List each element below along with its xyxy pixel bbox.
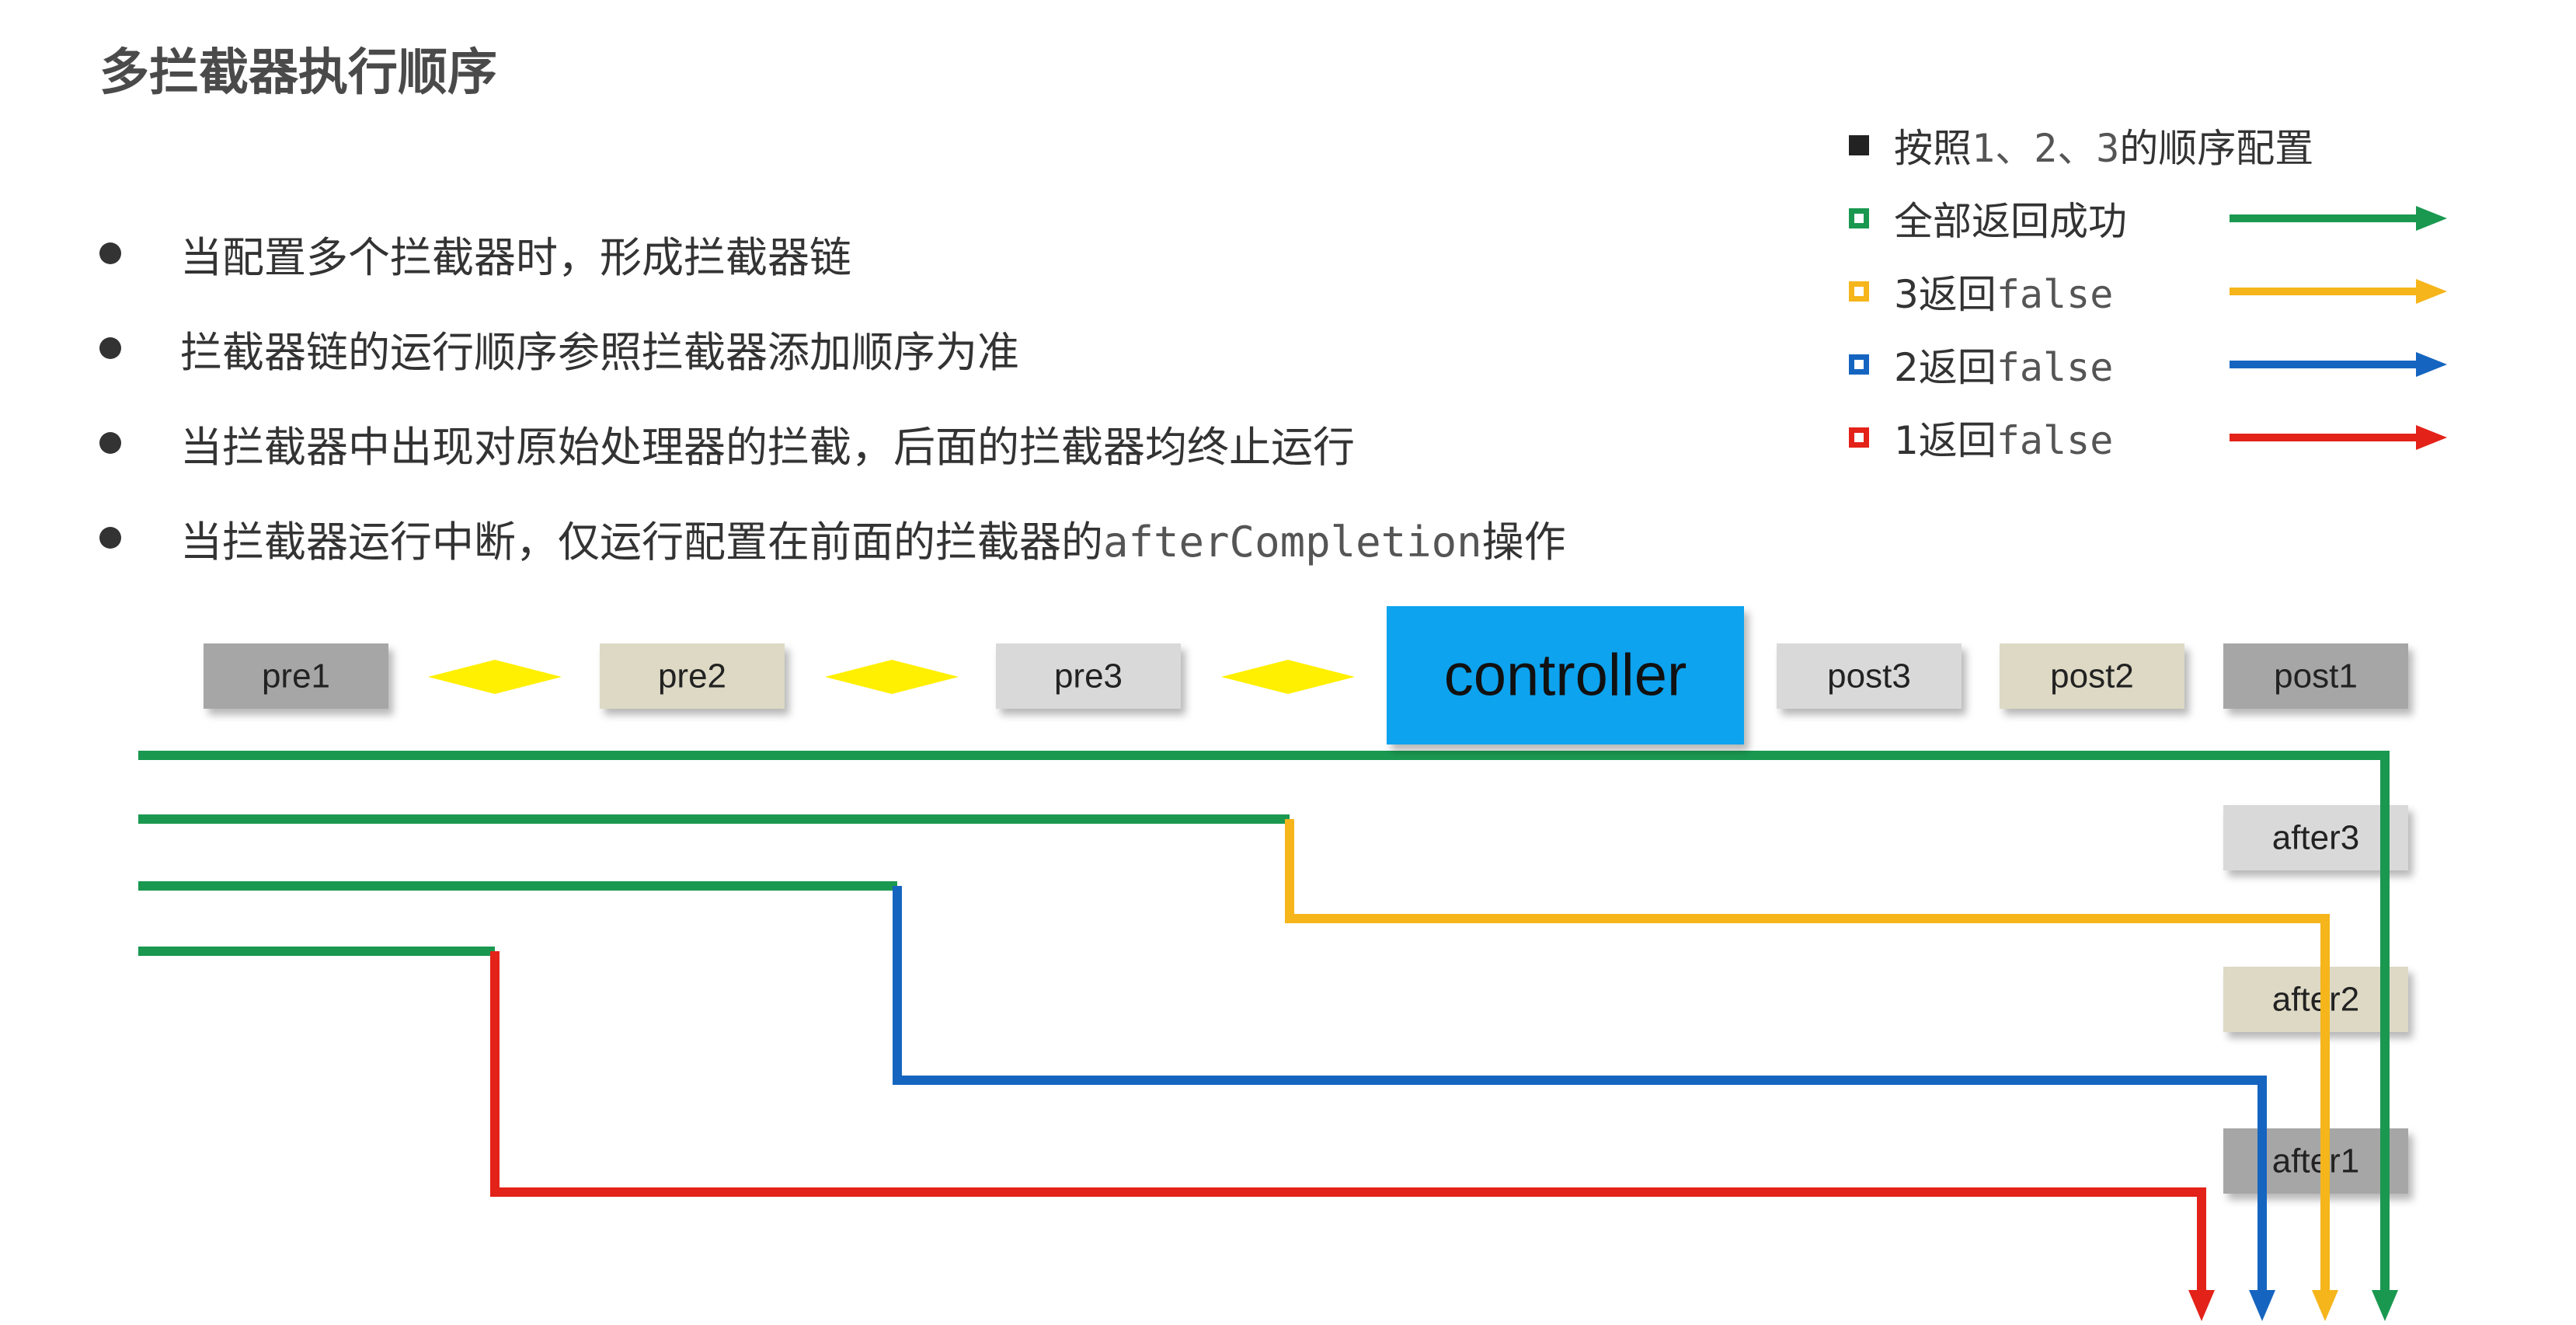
legend-item-text: 2返回 [1894,345,1996,390]
node-pre3: pre3 [996,643,1181,709]
legend-item-label: 2返回false [1894,336,2113,392]
legend-item-2-false: 2返回false [1849,328,2548,401]
bullet-dot-icon [99,527,121,549]
node-post2: post2 [2000,643,2184,709]
legend-order-suffix: 的顺序配置 [2119,126,2314,171]
node-after2: after2 [2223,967,2408,1032]
node-controller-box [1387,606,1744,744]
node-pre1-label: pre1 [262,657,330,696]
legend-order-code: 1、2、3 [1972,126,2120,171]
legend-arrow-icon [2230,352,2447,377]
legend-order-label: 按照1、2、3的顺序配置 [1894,117,2313,173]
legend-square-outline-icon [1849,354,1869,375]
diamond-connector-2 [825,660,959,694]
diamond-connector-1 [428,660,562,694]
flow-line-all-success [138,751,2390,1293]
blue-arrow-head-icon [2249,1290,2275,1321]
legend-item-success: 全部返回成功 [1849,182,2548,255]
bullet-dot-icon [99,337,121,359]
flow-line-3-false [1285,819,2330,1293]
node-post3: post3 [1777,643,1962,709]
bullet-dot-icon [99,242,121,264]
node-after3-box [2223,805,2408,870]
bullet-dot-icon [99,432,121,454]
node-after3: after3 [2223,805,2408,870]
legend-order-prefix: 按照 [1894,126,1972,171]
legend-square-icon [1849,135,1869,155]
legend-square-outline-icon [1849,208,1869,228]
legend-square-outline-icon [1849,427,1869,448]
red-arrow-head-icon [2188,1290,2215,1321]
legend-item-code: false [1996,418,2114,463]
bullet-item: 当拦截器中出现对原始处理器的拦截，后面的拦截器均终止运行 [99,396,1808,490]
node-pre2-box [600,643,785,709]
flow-nodes: pre1 pre2 pre3 controller post3 post2 post1 aft… [204,606,2408,1293]
bullet-item: 拦截器链的运行顺序参照拦截器添加顺序为准 [99,301,1808,396]
page-title: 多拦截器执行顺序 [99,44,497,102]
node-pre1-box [204,643,388,709]
bullet-list: 当配置多个拦截器时，形成拦截器链 拦截器链的运行顺序参照拦截器添加顺序为准 当拦… [99,206,1808,585]
node-pre3-label: pre3 [1054,657,1123,696]
legend-item-text: 全部返回成功 [1894,199,2127,244]
node-after2-label: after2 [2272,981,2360,1019]
bullet-code: afterCompletion [1103,517,1482,567]
legend-item-text: 3返回 [1894,272,1996,317]
legend-square-outline-icon [1849,281,1869,302]
node-pre2-label: pre2 [658,657,726,696]
node-post1: post1 [2223,643,2408,709]
bullet-text: 拦截器链的运行顺序参照拦截器添加顺序为准 [180,327,1019,377]
bullet-text: 当拦截器运行中断，仅运行配置在前面的拦截器的afterCompletion操作 [180,507,1566,569]
node-pre1: pre1 [204,643,388,709]
node-after3-label: after3 [2272,819,2360,857]
diamond-connector-3 [1221,660,1355,694]
node-post3-label: post3 [1827,657,1911,696]
legend-item-text: 1返回 [1894,418,1996,463]
legend-item-label: 全部返回成功 [1894,190,2127,246]
legend-arrow-icon [2230,206,2447,231]
bullet-text-prefix: 当拦截器运行中断，仅运行配置在前面的拦截器的 [180,517,1103,567]
flow-line-2-false [893,886,2267,1293]
node-controller: controller [1387,606,1744,744]
node-controller-label: controller [1444,643,1687,709]
legend-item-code: false [1996,272,2114,317]
bullet-text: 当拦截器中出现对原始处理器的拦截，后面的拦截器均终止运行 [180,422,1355,472]
node-post1-box [2223,643,2408,709]
legend-item-code: false [1996,345,2114,390]
legend-arrow-icon [2230,425,2447,450]
node-post1-label: post1 [2274,657,2358,696]
node-after1: after1 [2223,1128,2408,1194]
legend-item-1-false: 1返回false [1849,401,2548,474]
bullet-text-suffix: 操作 [1481,517,1566,567]
node-after1-box [2223,1128,2408,1194]
node-post3-box [1777,643,1962,709]
legend-item-label: 3返回false [1894,263,2113,319]
yellow-arrow-head-icon [2312,1290,2338,1321]
green-arrow-head-icon [2372,1290,2398,1321]
node-after2-box [2223,967,2408,1032]
node-post2-label: post2 [2050,657,2134,696]
bullet-text: 当配置多个拦截器时，形成拦截器链 [180,232,851,282]
legend: 按照1、2、3的顺序配置 全部返回成功 3返回false 2返回false 1返… [1849,109,2548,474]
flow-lines-overlay [2257,755,2390,1293]
node-pre2: pre2 [600,643,785,709]
legend-item-label: 1返回false [1894,410,2113,465]
node-post2-box [2000,643,2184,709]
legend-item-3-false: 3返回false [1849,255,2548,328]
legend-arrow-icon [2230,279,2447,304]
node-after1-label: after1 [2272,1142,2360,1180]
flow-line-1-false [490,951,2206,1293]
bullet-item: 当配置多个拦截器时，形成拦截器链 [99,206,1808,301]
legend-order-row: 按照1、2、3的顺序配置 [1849,109,2548,182]
bullet-item: 当拦截器运行中断，仅运行配置在前面的拦截器的afterCompletion操作 [99,490,1808,585]
flow-lines [138,751,2398,1321]
node-pre3-box [996,643,1181,709]
